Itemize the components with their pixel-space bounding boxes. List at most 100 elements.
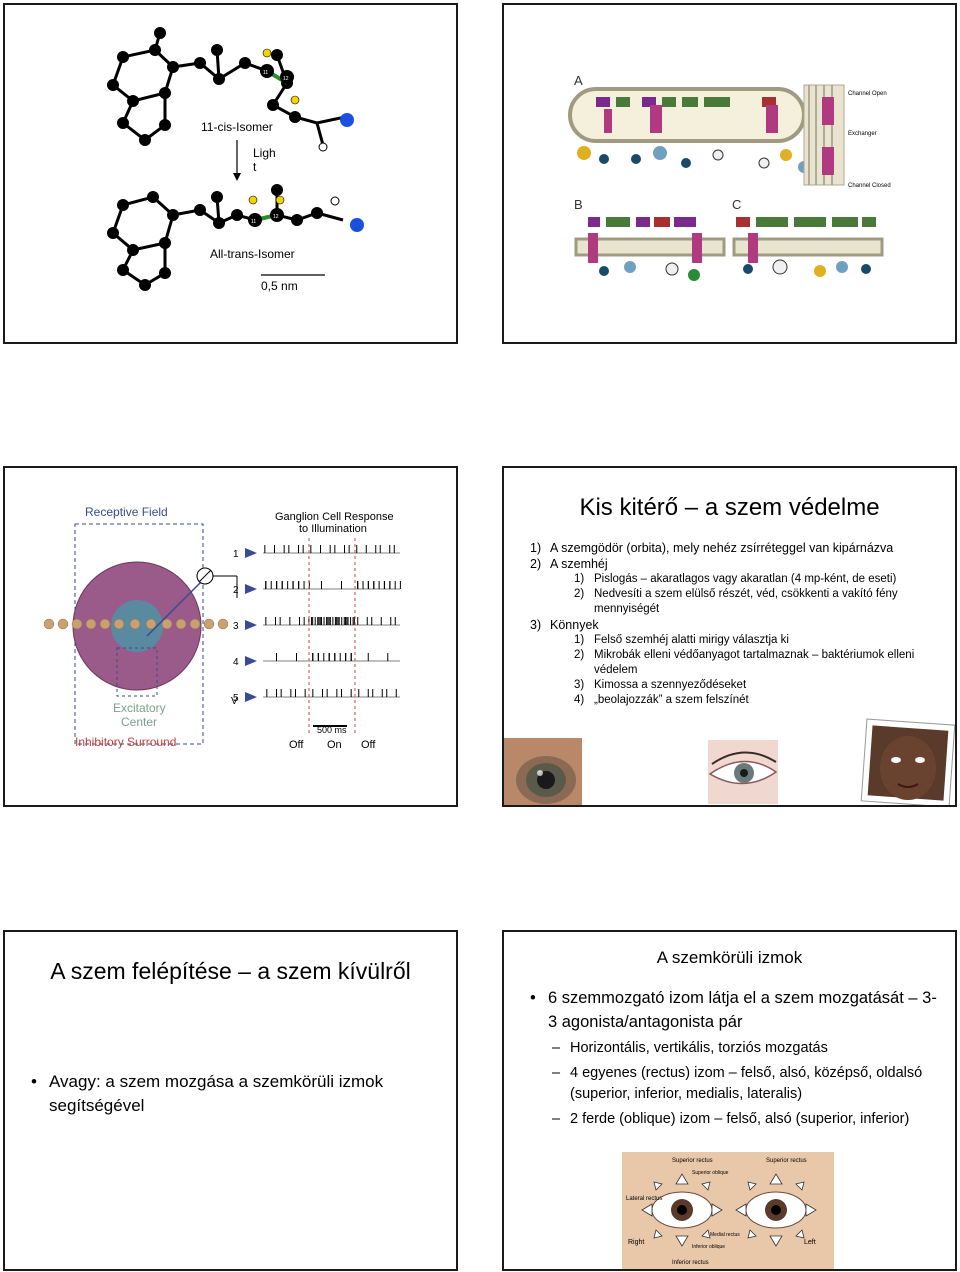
row-number: 4 (233, 657, 239, 668)
excitatory-label-2: Center (121, 715, 157, 729)
retinal-molecule-figure: 11 12 11 12 11-cis-Isomer Ligh t All-tra… (107, 27, 364, 293)
list-text: Könnyek (550, 618, 599, 632)
slide-phototransduction: A Channel Open Exchanger Channel Closed … (502, 3, 957, 344)
left-label: Left (804, 1239, 816, 1246)
cis-isomer-label: 11-cis-Isomer (201, 120, 273, 134)
list-item: 3) Könnyek (530, 617, 930, 633)
list-item: 1) Pislogás – akaratlagos vagy akaratlan … (530, 572, 930, 587)
bullet-text: 6 szemmozgató izom látja el a szem mozga… (548, 989, 937, 1031)
dash-icon: – (552, 1111, 561, 1127)
slide-eye-external: A szem felépítése – a szem kívülről • Av… (3, 930, 458, 1271)
panel-b-label: B (574, 197, 583, 212)
muscle-list: • 6 szemmozgató izom látja el a szem moz… (530, 986, 940, 1130)
list-number: 1) (530, 541, 542, 555)
list-number: 2) (574, 588, 585, 600)
dash-icon: – (552, 1065, 561, 1081)
receptive-field-label: Receptive Field (85, 505, 168, 519)
slide-eye-muscles: A szemkörüli izmok • 6 szemmozgató izom … (502, 930, 957, 1271)
sub-item-text: Horizontális, vertikális, torziós mozgat… (570, 1040, 828, 1056)
response-title-2: to Illumination (299, 523, 367, 535)
on-label: On (327, 739, 342, 751)
list-number: 3) (574, 679, 585, 691)
list-text: A szemhéj (550, 557, 608, 571)
list-item: 2) Nedvesíti a szem elülső részét, véd, c… (530, 587, 930, 617)
sub-item-text: 2 ferde (oblique) izom – felső, alsó (su… (570, 1111, 910, 1127)
list-number: 1) (574, 573, 585, 585)
stimulus-arrow-icon (245, 548, 257, 558)
eye-tear-photo (708, 740, 778, 804)
list-text: Kimossa a szennyeződéseket (594, 679, 747, 691)
protection-list: 1) A szemgödör (orbita), mely nehéz zsírr… (530, 540, 930, 708)
medial-rectus-label: Medial rectus (710, 1232, 740, 1238)
list-text: Felső szemhéj alatti mirigy választja ki (594, 634, 789, 646)
list-text: Nedvesíti a szem elülső részét, véd, csö… (594, 588, 898, 615)
list-number: 1) (574, 634, 585, 646)
list-item: 2) Mikrobák elleni védőanyagot tartalmazn… (530, 648, 930, 678)
right-label: Right (628, 1239, 644, 1246)
panel-a-label: A (574, 73, 583, 88)
inferior-rectus-label: Inferior rectus (672, 1260, 709, 1266)
eye-muscles-figure: Superior rectus Superior rectus Superior… (622, 1152, 834, 1269)
light-label-1: Ligh (253, 146, 276, 160)
bullet-item: • 6 szemmozgató izom látja el a szem moz… (530, 986, 940, 1034)
list-number: 3) (530, 618, 542, 632)
off-label-2: Off (361, 739, 376, 751)
stimulus-arrow-icon (245, 656, 257, 666)
slide-retinal-isomer: 11 12 11 12 11-cis-Isomer Ligh t All-tra… (3, 3, 458, 344)
channel-open-label: Channel Open (848, 91, 887, 97)
atom-12-trans-label: 12 (273, 214, 279, 220)
scale-label: 0,5 nm (261, 279, 298, 293)
exchanger-label: Exchanger (848, 131, 877, 137)
atom-11-trans-label: 11 (251, 219, 256, 225)
receptive-field-box (74, 523, 204, 745)
atom-11-label: 11 (263, 70, 268, 76)
panel-c-label: C (732, 197, 741, 212)
inferior-oblique-label: Inferior oblique (692, 1244, 725, 1250)
sub-item: – 2 ferde (oblique) izom – felső, alsó (… (530, 1109, 940, 1130)
list-text: A szemgödör (orbita), mely nehéz zsírrét… (550, 541, 894, 555)
list-item: 1) A szemgödör (orbita), mely nehéz zsírr… (530, 540, 930, 556)
list-item: 1) Felső szemhéj alatti mirigy választja … (530, 633, 930, 648)
row-number: 3 (233, 621, 239, 632)
list-text: Pislogás – akaratlagos vagy akaratlan (4… (594, 573, 897, 585)
light-label-2: t (253, 160, 257, 174)
inhibitory-surround-label: Inhibitory Surround (75, 735, 176, 749)
list-text: Mikrobák elleni védőanyagot tartalmaznak… (594, 649, 915, 676)
list-number: 2) (530, 557, 542, 571)
excitatory-label-1: Excitatory (113, 701, 166, 715)
receptive-field-figure: Receptive Field Excitatory Center Inhibi… (43, 505, 401, 751)
slide-title: A szemkörüli izmok (656, 948, 803, 967)
stimulus-arrow-icon (245, 584, 257, 594)
bullet-item: • Avagy: a szem mozgása a szemkörüli izm… (31, 1070, 449, 1118)
lateral-rectus-label: Lateral rectus (626, 1196, 662, 1202)
list-item: 3) Kimossa a szennyeződéseket (530, 678, 930, 693)
slide-eye-protection: Kis kitérő – a szem védelme 1) A szemgödö… (502, 466, 957, 807)
sub-item: – 4 egyenes (rectus) izom – felső, alsó,… (530, 1063, 940, 1105)
list-number: 2) (574, 649, 585, 661)
channel-closed-label: Channel Closed (848, 183, 891, 189)
atom-12-label: 12 (283, 76, 289, 82)
superior-rectus-label-left: Superior rectus (766, 1158, 807, 1164)
dash-icon: – (552, 1040, 561, 1056)
bullet-icon: • (31, 1072, 37, 1091)
list-item: 2) A szemhéj (530, 556, 930, 572)
superior-rectus-label: Superior rectus (672, 1158, 713, 1164)
response-title-1: Ganglion Cell Response (275, 511, 394, 523)
eye-closeup-photo (504, 738, 582, 805)
slide-receptive-field: Receptive Field Excitatory Center Inhibi… (3, 466, 458, 807)
voltage-label: V (231, 696, 238, 707)
row-number: 1 (233, 549, 239, 560)
left-eye (745, 1191, 807, 1229)
list-item: 4) „beolajozzák” a szem felszínét (530, 693, 930, 708)
slide-title: Kis kitérő – a szem védelme (579, 494, 880, 521)
slide-title: A szem felépítése – a szem kívülről (50, 958, 411, 984)
time-scale-label: 500 ms (317, 725, 347, 735)
recording-electrode (146, 577, 206, 637)
off-label-1: Off (289, 739, 304, 751)
stimulus-arrow-icon (245, 692, 257, 702)
list-text: „beolajozzák” a szem felszínét (594, 694, 749, 706)
bullet-icon: • (530, 989, 536, 1007)
crying-child-photo (860, 718, 955, 805)
list-number: 4) (574, 694, 585, 706)
